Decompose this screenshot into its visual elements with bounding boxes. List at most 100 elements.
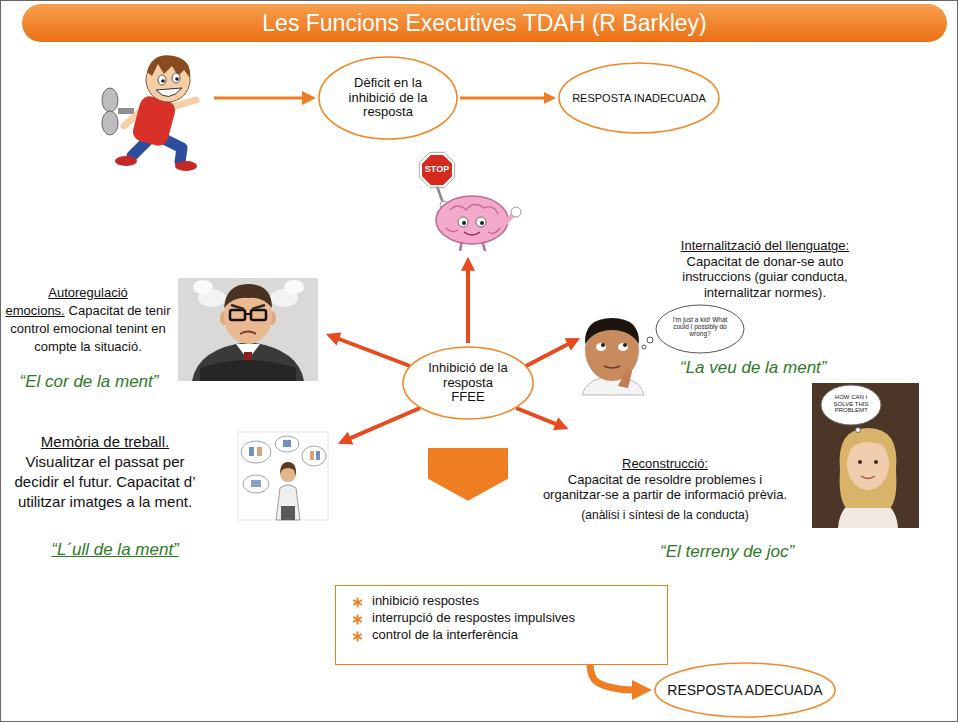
stop-sign-text: STOP — [419, 164, 455, 175]
angry-boy-photo — [284, 280, 304, 294]
ellipse-node: RESPOSTA ADECUADA — [654, 662, 836, 718]
bullet-star — [352, 597, 363, 608]
bullet-star — [353, 617, 362, 622]
windup-boy-cartoon — [161, 79, 165, 83]
windup-boy-cartoon — [147, 55, 190, 78]
angry-boy-photo — [251, 310, 266, 320]
node-label: interrupció de respostes impulsives — [372, 611, 653, 626]
note-block: Memòria de treball.Visualitzar el passat… — [10, 432, 200, 512]
red-arrows — [348, 408, 420, 439]
text-row: RESPOSTA ADECUADA — [667, 682, 822, 698]
memory-woman-picture — [280, 462, 296, 476]
text-row: interrupció de respostes impulsives — [350, 611, 653, 626]
text-row: RESPOSTA INADECUADA — [572, 92, 706, 105]
thinking-girl-photo — [874, 460, 878, 464]
windup-boy-cartoon — [175, 161, 197, 171]
memory-woman-picture — [275, 436, 299, 452]
connector-arrow — [460, 97, 546, 100]
node-label: RESPOSTA INADECUADA — [572, 92, 706, 105]
note-block: HOW CAN I SOLVE THIS PROBLEM? — [829, 394, 873, 414]
thinking-girl-photo — [840, 428, 897, 508]
bullet-star — [353, 617, 362, 622]
ellipse-outline — [655, 663, 835, 717]
angry-boy-photo — [193, 280, 213, 294]
memory-woman-picture — [251, 480, 261, 487]
thinking-girl-photo — [848, 436, 888, 452]
process-box: inhibició respostesinterrupció de respos… — [335, 585, 668, 665]
red-arrows — [466, 268, 470, 343]
note-block: I'm just a kid! What could I possibly do… — [670, 316, 730, 337]
function-description: Capacitat de resoldre problemes i organi… — [540, 472, 790, 503]
thought-bubble-text: HOW CAN I SOLVE THIS PROBLEM? — [829, 394, 873, 414]
thinking-girl-photo — [861, 476, 875, 479]
memory-woman-picture — [283, 440, 291, 447]
thinking-girl-photo — [858, 460, 862, 464]
node-label: Inhibició de la resposta FFEE — [426, 361, 510, 406]
text-row: Dèficit en la inhibició de la resposta — [340, 76, 436, 121]
memory-woman-picture — [238, 432, 328, 520]
angry-boy-photo — [240, 332, 256, 335]
text-row: control de la interferència — [350, 628, 653, 643]
node-text-group: RESPOSTA ADECUADA — [667, 682, 822, 698]
memory-woman-picture — [249, 447, 254, 456]
memory-woman-picture — [310, 451, 314, 460]
node-text-group: Dèficit en la inhibició de la resposta — [340, 76, 436, 121]
stop-brain-cartoon — [446, 228, 500, 233]
red-arrows — [526, 343, 570, 366]
ellipse-node: Inhibició de la resposta FFEE — [402, 346, 534, 420]
windup-boy-cartoon — [118, 108, 134, 114]
thinking-girl-photo — [856, 428, 861, 433]
connector-arrow — [428, 448, 508, 501]
function-description: Visualitzar el passat per decidir el fut… — [10, 452, 200, 513]
thinking-boy-picture — [585, 318, 639, 344]
angry-boy-photo — [245, 313, 251, 315]
thinking-boy-picture — [596, 343, 606, 351]
thinking-boy-picture — [582, 305, 744, 395]
function-heading: Reconstrucció: — [540, 456, 790, 472]
memory-woman-picture — [238, 432, 328, 520]
windup-boy-cartoon — [102, 55, 197, 171]
note-block: “L´ull de la ment” — [25, 540, 205, 560]
stop-brain-cartoon — [462, 221, 466, 225]
thinking-girl-photo — [812, 383, 919, 528]
bullet-star — [352, 614, 363, 625]
node-text-group: RESPOSTA INADECUADA — [572, 92, 706, 105]
thinking-boy-picture — [647, 337, 653, 343]
windup-boy-cartoon — [102, 111, 118, 135]
ellipse-outline — [319, 57, 457, 139]
bullet-star — [356, 617, 360, 621]
bullet-star — [353, 634, 362, 639]
title-band — [22, 4, 947, 42]
angry-boy-photo — [192, 342, 304, 381]
red-arrows — [336, 338, 410, 366]
memory-woman-picture — [276, 485, 300, 520]
thought-bubble-text: I'm just a kid! What could I possibly do… — [670, 316, 730, 337]
stop-brain-cartoon — [419, 152, 521, 251]
connector-arrow — [590, 665, 636, 690]
stop-brain-cartoon — [458, 217, 468, 227]
metaphor-quote: “El terreny de joc” — [660, 542, 870, 562]
function-description: (anàlisi i síntesi de la conducta) — [540, 508, 790, 522]
metaphor-quote: “La veu de la ment” — [680, 358, 890, 378]
function-description: Capacitat de donar-se auto instruccions … — [665, 254, 865, 301]
bullet-star — [353, 600, 362, 605]
stop-brain-cartoon — [464, 232, 480, 235]
windup-boy-cartoon — [172, 73, 180, 83]
note-block: Internalització del llenguatge:Capacitat… — [665, 238, 865, 300]
orange-arrow — [214, 97, 305, 100]
memory-woman-picture — [241, 436, 326, 493]
thinking-boy-picture — [601, 343, 605, 347]
angry-boy-photo — [178, 278, 318, 381]
red-arrows — [336, 268, 570, 439]
title-band: Les Funcions Executives TDAH (R Barkley) — [22, 4, 947, 42]
note-block: “El cor de la ment” — [5, 372, 173, 392]
thinking-boy-picture — [604, 366, 620, 368]
stop-brain-cartoon — [450, 204, 498, 214]
note-block: STOP — [419, 164, 455, 175]
thinking-girl-photo — [812, 383, 919, 528]
node-label: control de la interferència — [372, 628, 653, 643]
red-arrows — [516, 408, 558, 425]
memory-woman-picture — [257, 447, 262, 456]
